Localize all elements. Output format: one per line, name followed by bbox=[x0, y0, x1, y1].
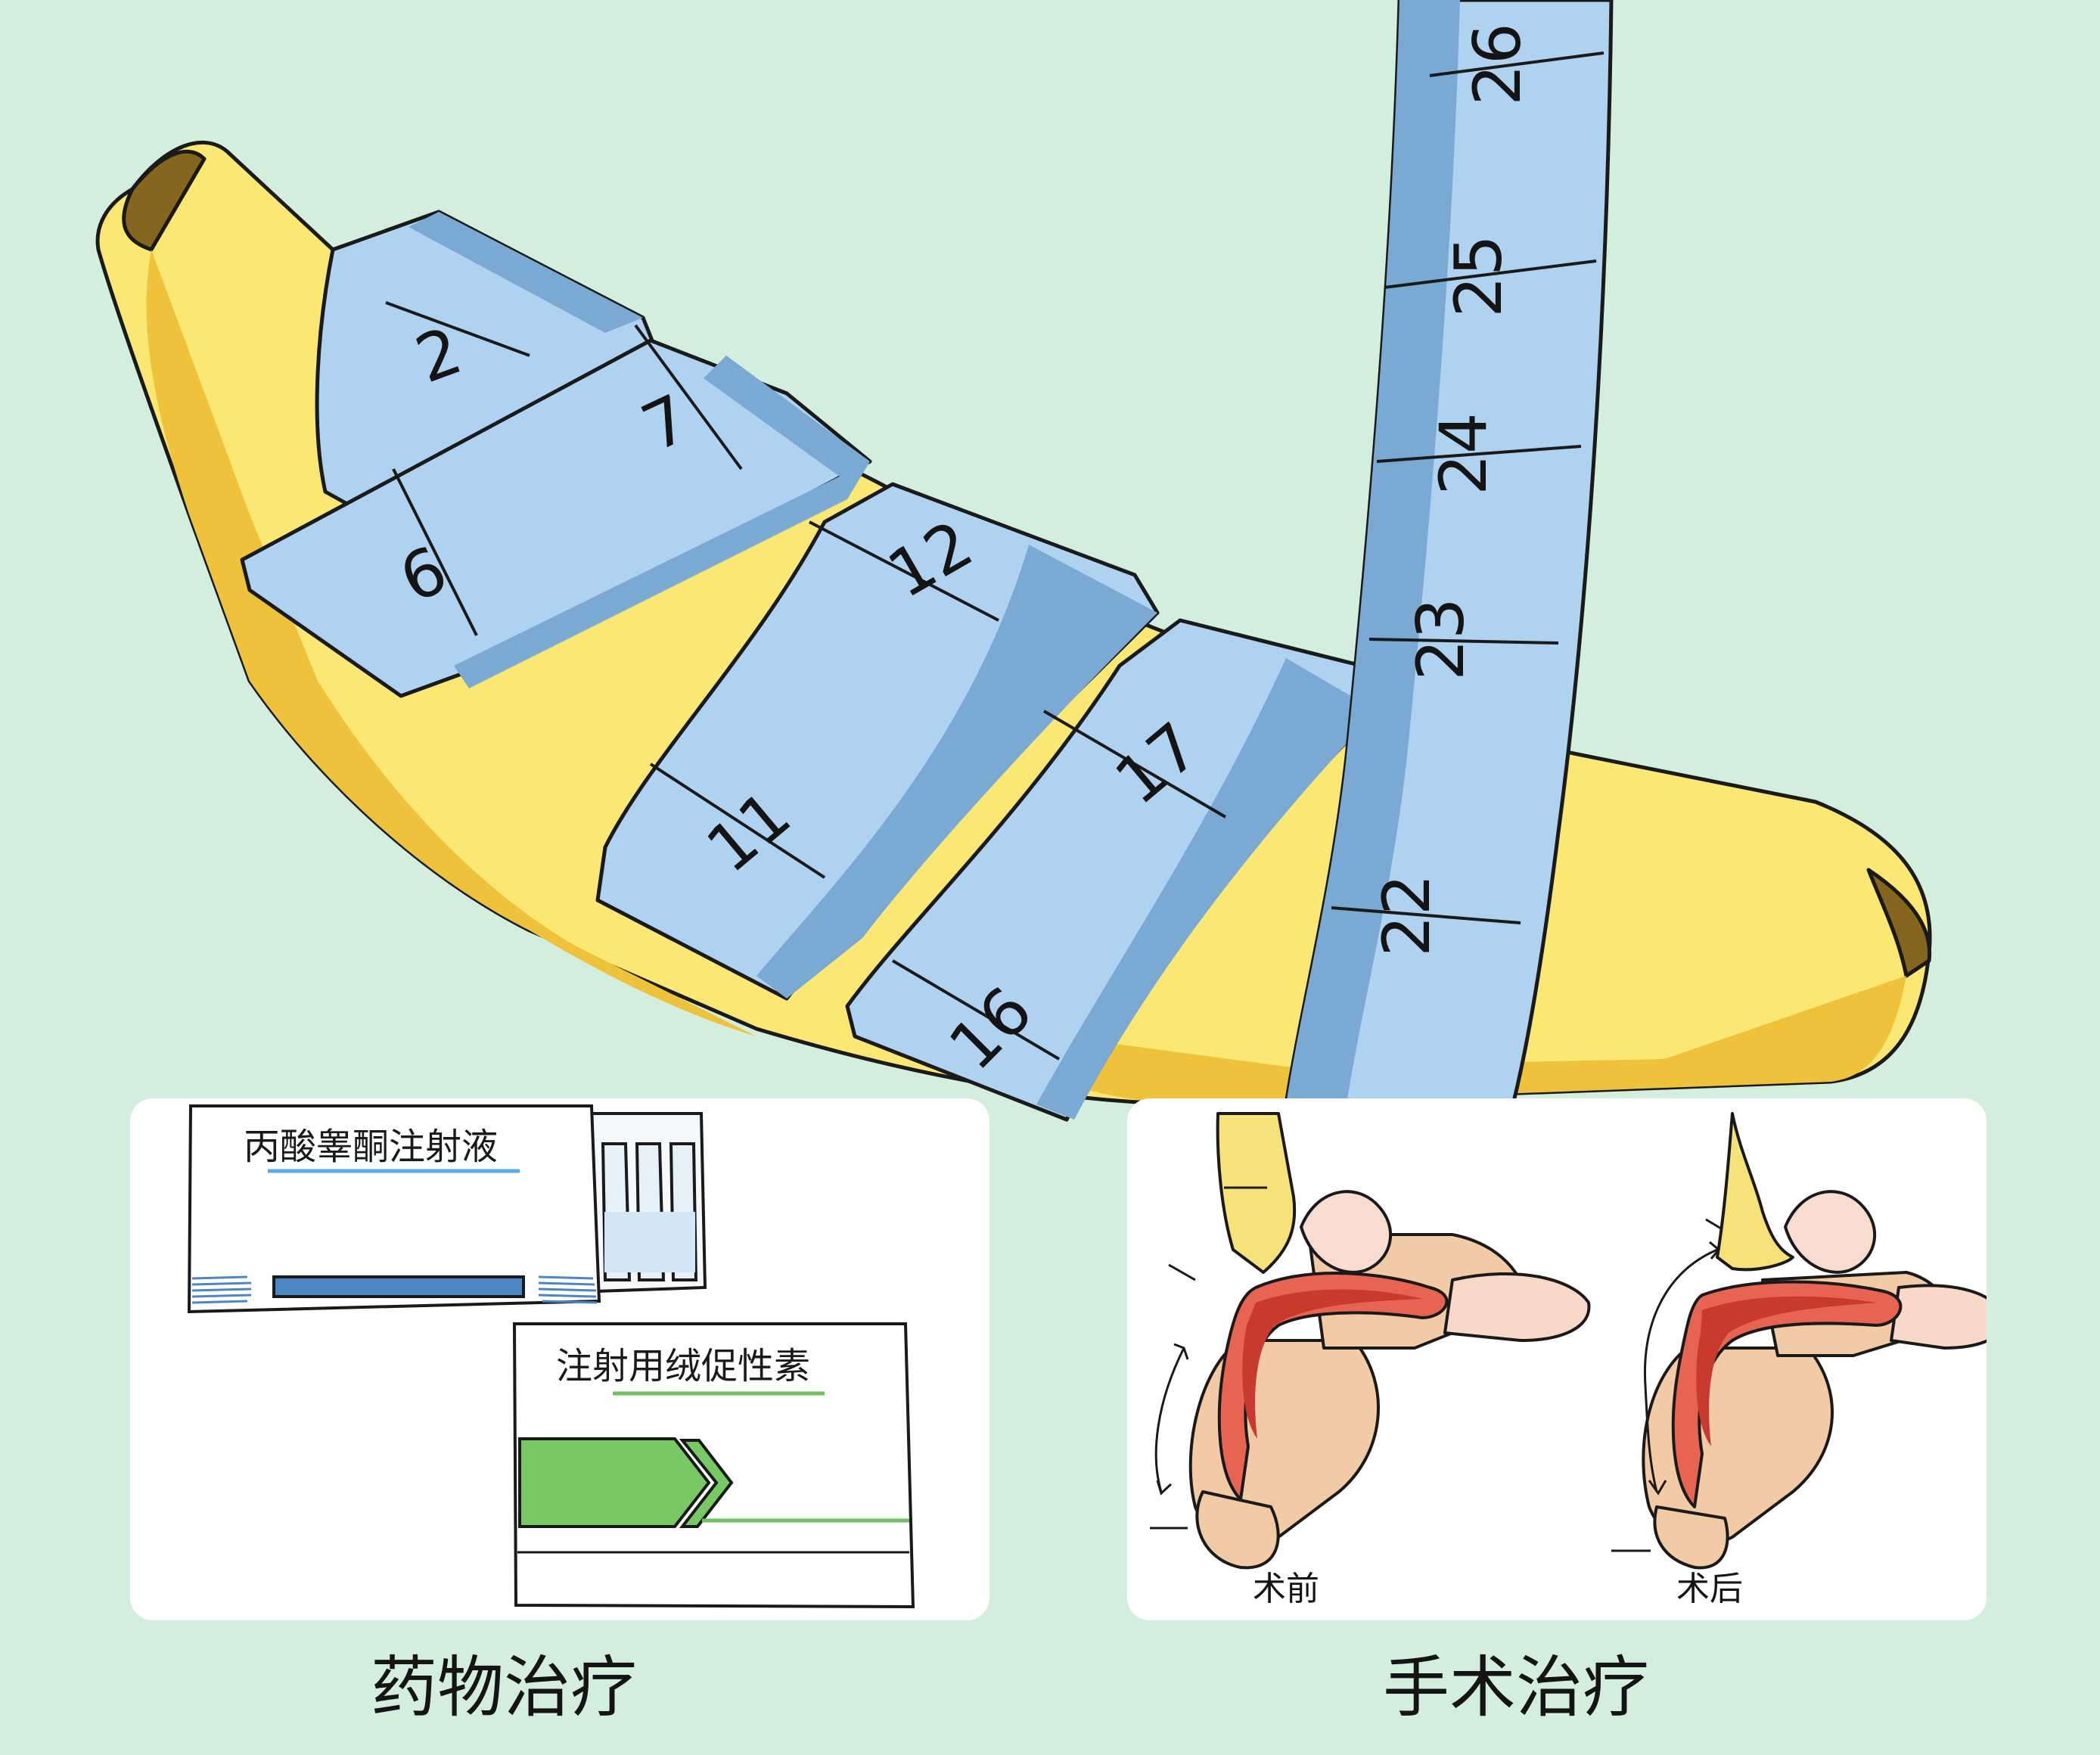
surgery-caption: 手术治疗 bbox=[1383, 1648, 1650, 1726]
after-surgery-figure bbox=[1642, 1112, 1987, 1570]
surgery-panel: 术前 术后 bbox=[1127, 1098, 1987, 1620]
before-surgery-label: 术前 bbox=[1253, 1570, 1319, 1608]
drug-boxes-drawing bbox=[187, 1104, 915, 1609]
tape-mark-26: 26 bbox=[1460, 23, 1536, 105]
tape-ticks bbox=[385, 51, 1605, 1061]
ampoule-tray bbox=[589, 1112, 707, 1294]
drug-treatment-panel: 丙酸睾酮注射液 注射用绒促性素 bbox=[130, 1098, 989, 1620]
gonadotropin-label: 注射用绒促性素 bbox=[556, 1345, 811, 1387]
before-surgery-figure bbox=[1188, 1112, 1591, 1570]
after-surgery-label: 术后 bbox=[1676, 1570, 1743, 1608]
drug-treatment-caption: 药物治疗 bbox=[371, 1648, 638, 1726]
tape-mark-24: 24 bbox=[1426, 412, 1502, 495]
tape-mark-23: 23 bbox=[1403, 598, 1479, 680]
surgery-drawing bbox=[1150, 1112, 1987, 1570]
tape-mark-22: 22 bbox=[1369, 874, 1445, 956]
testosterone-label: 丙酸睾酮注射液 bbox=[244, 1126, 499, 1168]
tape-mark-25: 25 bbox=[1441, 235, 1517, 317]
testosterone-box bbox=[187, 1104, 601, 1314]
chorionic-gonadotropin-box bbox=[512, 1322, 915, 1609]
